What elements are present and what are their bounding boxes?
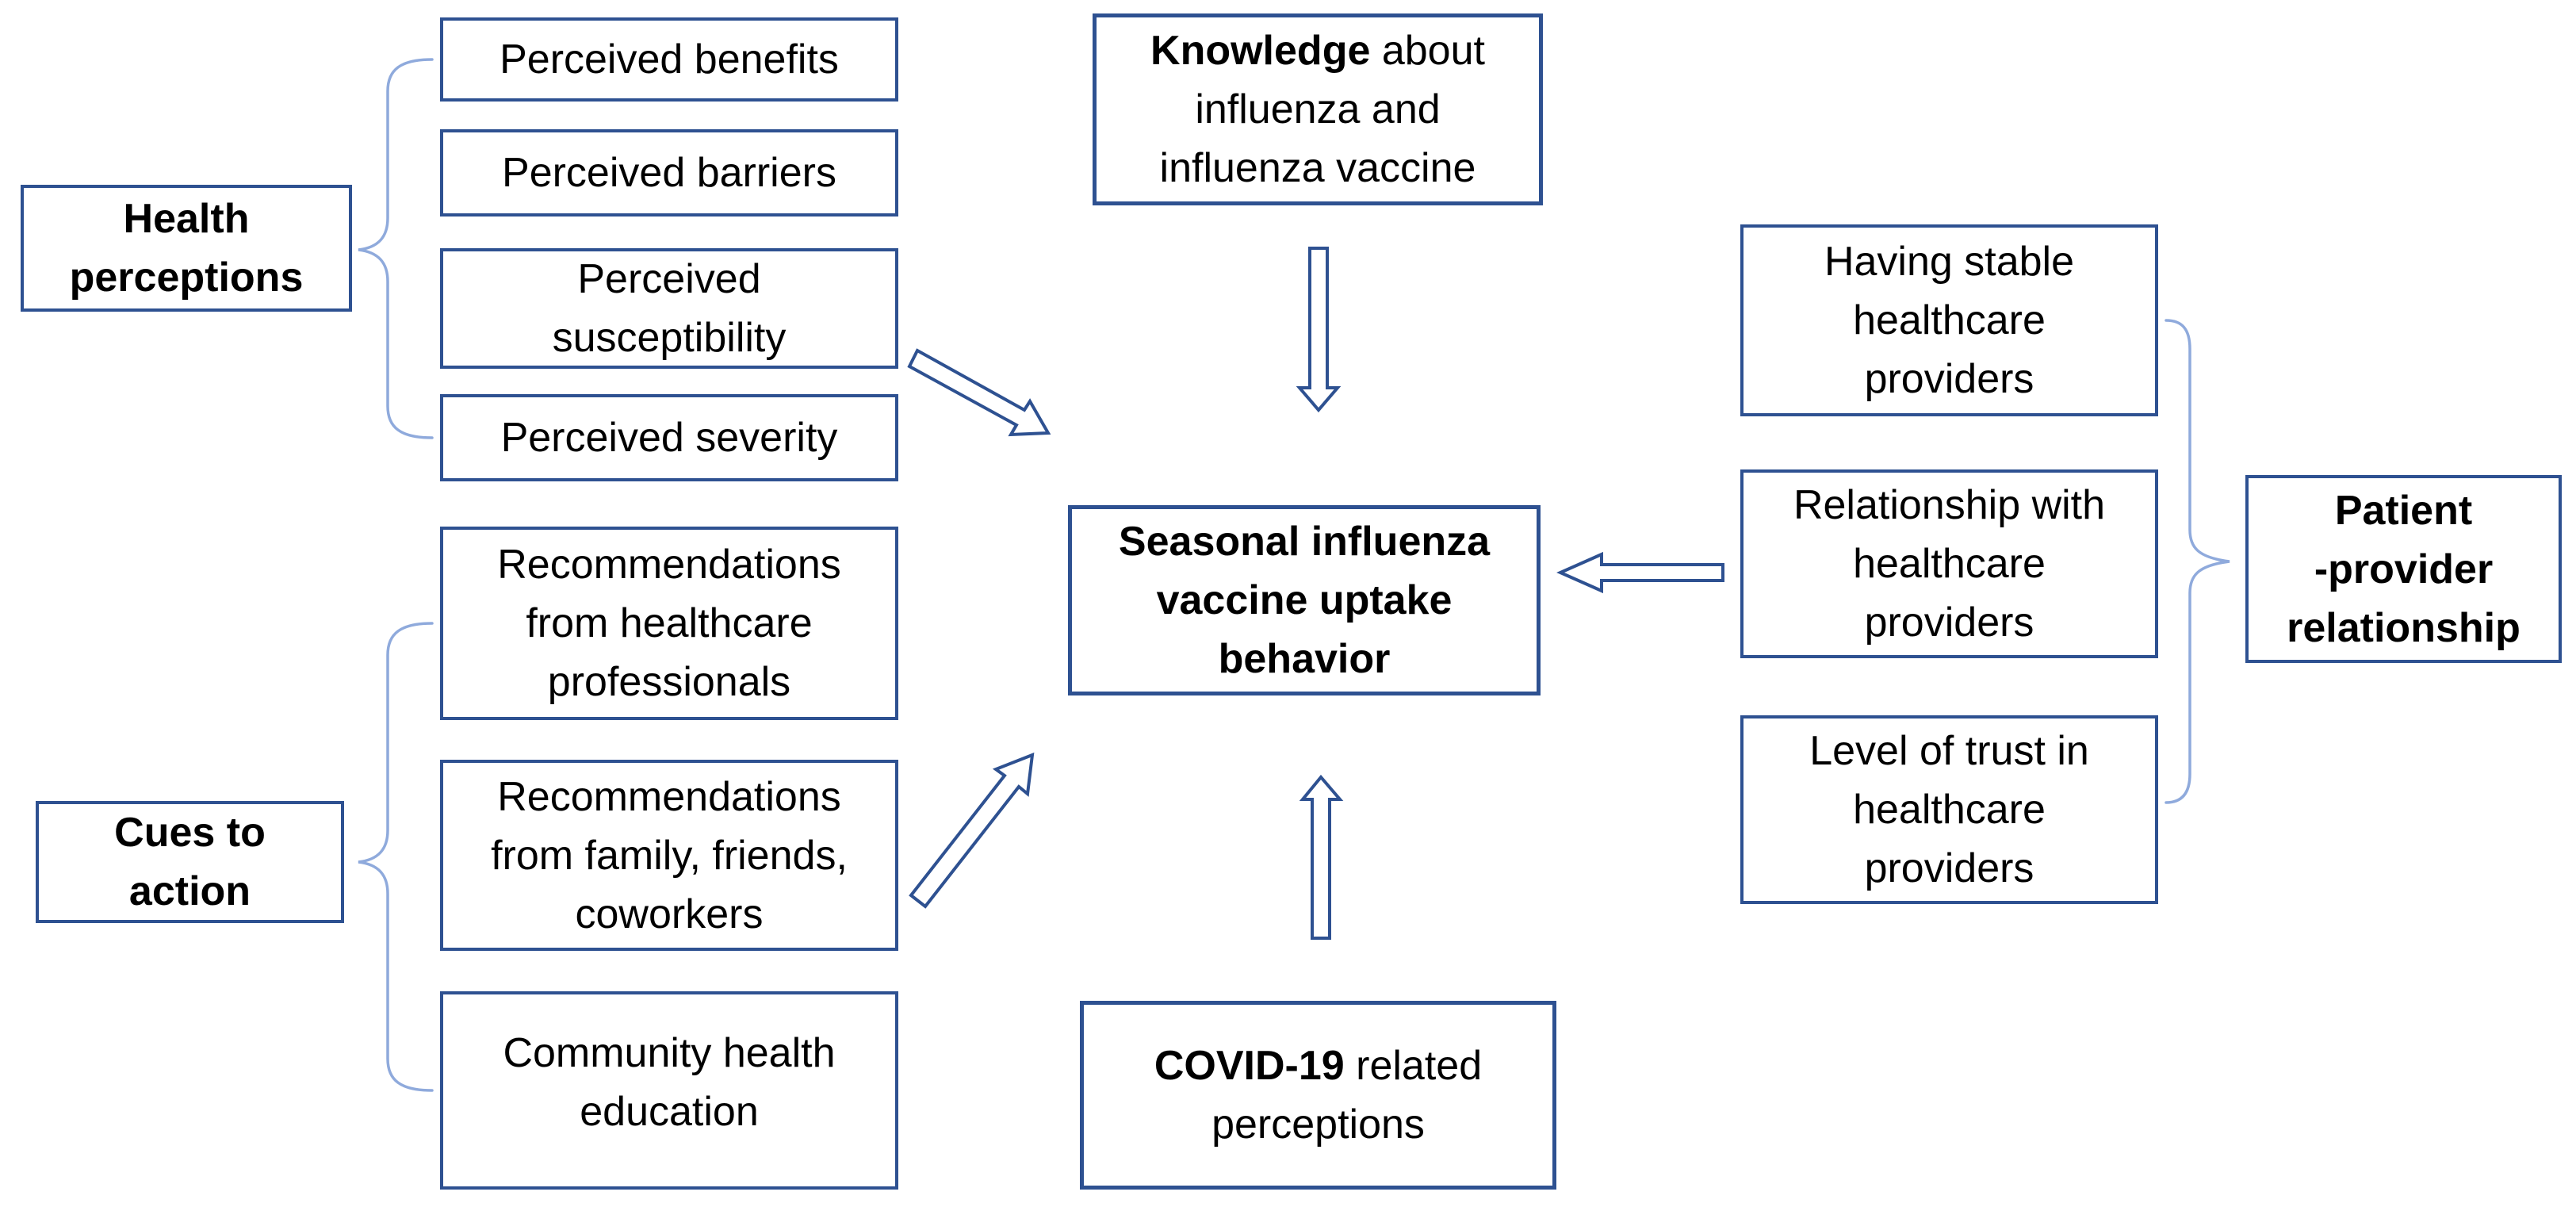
arrow-providers-to-outcome-icon — [1556, 551, 1724, 594]
arrow-covid-to-outcome-icon — [1299, 774, 1344, 940]
covid-bold-text: COVID-19 — [1154, 1043, 1345, 1089]
knowledge-bold-text: Knowledge — [1150, 28, 1371, 74]
box-perceived-barriers: Perceived barriers — [440, 129, 898, 216]
box-recommendations-family: Recommendations from family, friends, co… — [440, 760, 898, 951]
box-having-stable-providers: Having stable healthcare providers — [1740, 224, 2158, 416]
brace-health-perceptions — [358, 58, 434, 439]
box-community-health-education: Community health education — [440, 991, 898, 1190]
brace-cues-to-action — [358, 622, 434, 1092]
box-patient-provider-relationship: Patient -provider relationship — [2245, 475, 2562, 663]
brace-patient-provider — [2165, 319, 2230, 804]
arrow-knowledge-to-outcome-icon — [1296, 247, 1342, 413]
box-trust-in-providers: Level of trust in healthcare providers — [1740, 715, 2158, 904]
arrow-perceptions-to-outcome-icon — [907, 348, 1051, 437]
box-relationship-with-providers: Relationship with healthcare providers — [1740, 469, 2158, 658]
box-perceived-benefits: Perceived benefits — [440, 17, 898, 102]
arrow-cues-to-outcome-icon — [909, 752, 1035, 909]
box-recommendations-professionals: Recommendations from healthcare professi… — [440, 527, 898, 720]
box-cues-to-action: Cues to action — [36, 801, 344, 923]
box-covid-perceptions: COVID-19 related perceptions — [1080, 1001, 1556, 1190]
box-health-perceptions: Health perceptions — [21, 185, 352, 312]
box-outcome-vaccine-uptake: Seasonal influenza vaccine uptake behavi… — [1068, 505, 1541, 695]
box-perceived-susceptibility: Perceived susceptibility — [440, 248, 898, 369]
box-knowledge: Knowledge about influenza and influenza … — [1093, 13, 1543, 205]
box-perceived-severity: Perceived severity — [440, 394, 898, 481]
